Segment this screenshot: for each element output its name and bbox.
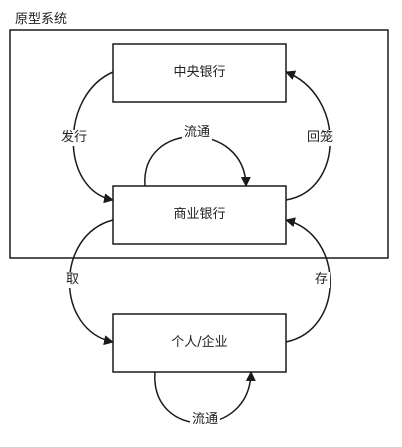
commercial-bank-box[interactable] xyxy=(112,185,287,245)
deposit-arrow xyxy=(285,217,331,343)
prototype-system-frame xyxy=(9,29,389,259)
flow-top-label: 流通 xyxy=(182,125,213,141)
flow-bottom-label: 流通 xyxy=(190,412,221,428)
central-bank-label: 中央银行 xyxy=(173,65,226,80)
withdraw-label: 取 xyxy=(64,272,82,288)
commercial-bank-label: 商业银行 xyxy=(173,207,226,222)
flow-top-arrow xyxy=(144,135,251,187)
individual-label: 个人/企业 xyxy=(171,335,228,350)
central-bank-box[interactable] xyxy=(112,43,287,103)
individual-box[interactable] xyxy=(112,313,287,373)
frame-title: 原型系统 xyxy=(15,12,68,27)
deposit-label: 存 xyxy=(313,272,331,288)
return-label: 回笼 xyxy=(305,130,336,146)
issue-label: 发行 xyxy=(59,130,90,146)
